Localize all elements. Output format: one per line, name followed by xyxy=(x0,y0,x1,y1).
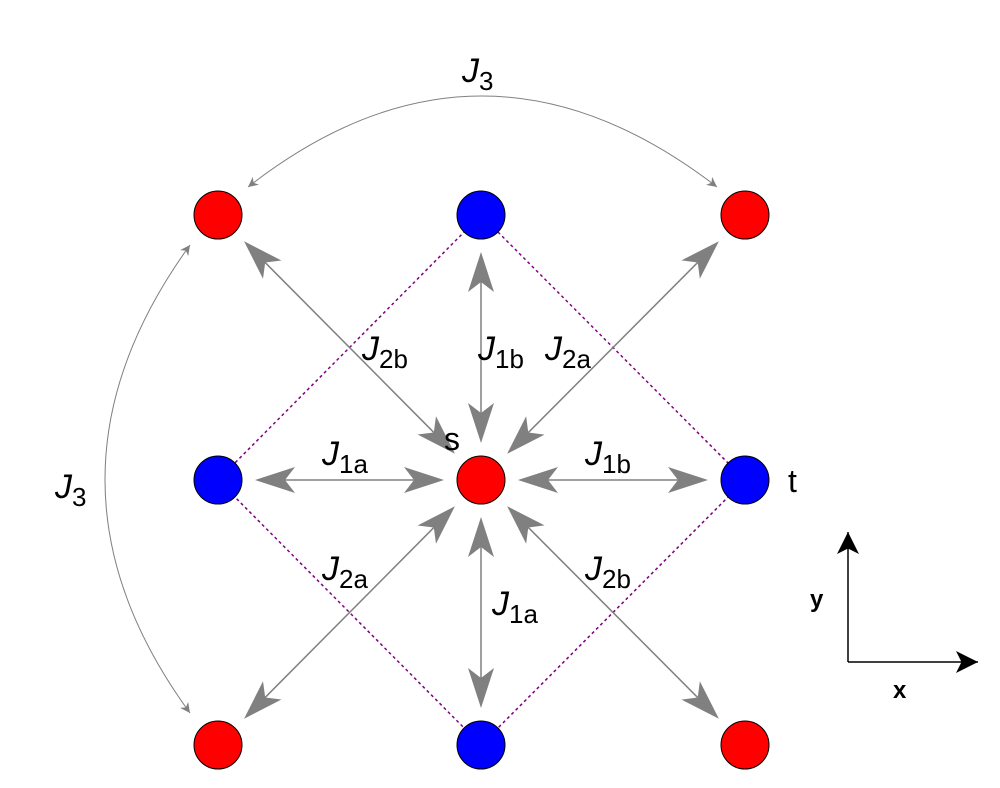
arrow-J1b-up xyxy=(468,252,494,443)
arrow-J2b-downright xyxy=(507,506,719,719)
blue-site-bottom xyxy=(456,720,506,770)
label-s: s xyxy=(444,421,460,457)
label-J1b-right: J1b xyxy=(584,435,631,479)
label-J1a-down: J1a xyxy=(491,585,538,629)
red-site-top-left xyxy=(193,190,243,240)
y-axis-label: y xyxy=(810,586,824,613)
arrow-J2a-upright xyxy=(507,241,719,454)
blue-site-top xyxy=(456,190,506,240)
arrow-J1a-left xyxy=(255,467,444,493)
x-axis-label: x xyxy=(893,677,907,704)
j3-top-arc xyxy=(247,95,718,188)
label-J1b-up: J1b xyxy=(477,330,524,374)
label-J1a-left: J1a xyxy=(321,435,368,479)
arrow-J1a-down xyxy=(468,517,494,708)
j3-left-arc xyxy=(104,244,191,714)
label-J2b-upleft: J2b xyxy=(361,330,408,374)
arrow-J2a-downleft xyxy=(244,506,455,719)
red-site-bottom-left xyxy=(193,720,243,770)
red-site-center xyxy=(456,455,506,505)
label-J3-left: J3 xyxy=(54,468,86,512)
red-site-bottom-right xyxy=(720,720,770,770)
exchange-arrows xyxy=(244,241,719,719)
coordinate-axes: y x xyxy=(810,532,978,704)
label-t: t xyxy=(788,463,797,499)
arrow-J2b-upleft xyxy=(244,241,455,454)
arrow-J1b-right xyxy=(518,467,708,493)
blue-site-left xyxy=(193,455,243,505)
red-site-top-right xyxy=(720,190,770,240)
label-J3-top: J3 xyxy=(461,52,493,96)
lattice-sites xyxy=(193,190,770,770)
label-J2a-downleft: J2a xyxy=(321,550,368,594)
blue-site-right xyxy=(720,455,770,505)
label-J2b-downright: J2b xyxy=(584,550,631,594)
label-J2a-upright: J2a xyxy=(544,330,591,374)
